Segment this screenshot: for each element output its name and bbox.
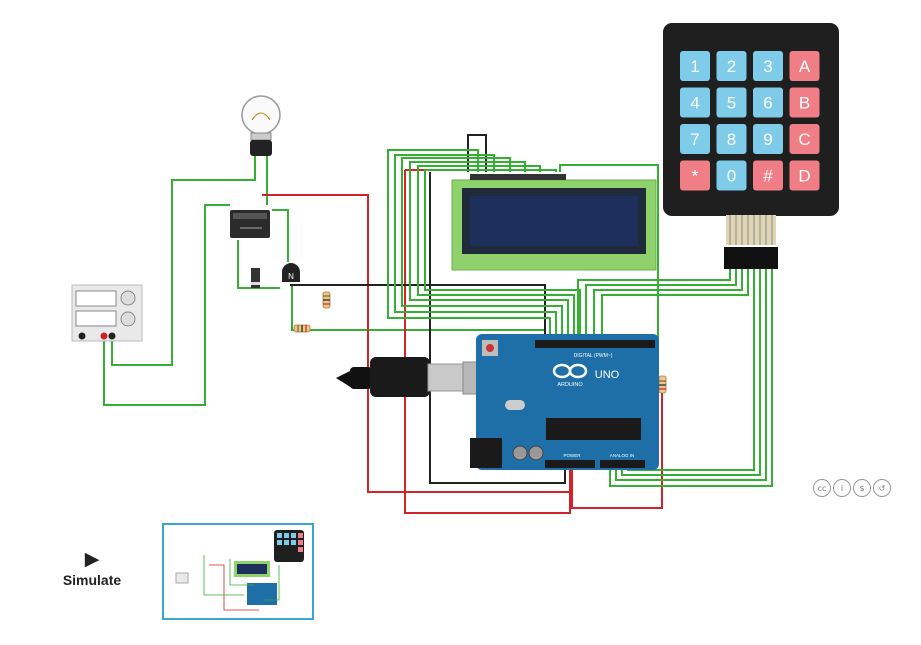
simulate-label: Simulate	[62, 572, 122, 588]
wire-keypad-4[interactable]	[601, 268, 749, 345]
keypad-key-label: 6	[763, 94, 772, 113]
by-icon: i	[833, 479, 851, 497]
power-header	[545, 460, 595, 468]
wire-lcd-contrast[interactable]	[467, 134, 487, 172]
keypad-key-6[interactable]: 6	[753, 87, 783, 118]
wire-lcd-pot[interactable]	[559, 164, 659, 378]
keypad-key-1[interactable]: 1	[680, 51, 710, 81]
wires[interactable]	[103, 134, 773, 514]
wire-5v-pot[interactable]	[571, 390, 663, 509]
keypad-key-label: 5	[727, 94, 736, 113]
keypad-key-8[interactable]: 8	[716, 124, 747, 154]
resistor-3[interactable]	[658, 375, 667, 394]
wire-lamp-to-supply[interactable]	[111, 155, 256, 366]
keypad-key-#[interactable]: #	[753, 160, 783, 191]
keypad-connector	[724, 247, 778, 269]
keypad[interactable]: 1 2 3 A 4 5 6 B 7 8 9 C * 0 # D	[663, 23, 839, 269]
keypad-key-label: 9	[763, 130, 772, 149]
resistor-1[interactable]	[322, 291, 331, 309]
transistor-label: N	[288, 272, 294, 281]
cc-icon: cc	[813, 479, 831, 497]
circuit-thumbnail[interactable]	[162, 523, 314, 620]
keypad-key-label: A	[799, 57, 811, 76]
keypad-key-C[interactable]: C	[789, 124, 820, 154]
sa-icon: ↺	[873, 479, 891, 497]
lcd-display[interactable]	[451, 174, 657, 271]
arduino-board[interactable]: DIGITAL (PWM~) POWER ANALOG IN ARDUINO U…	[470, 334, 659, 470]
power-supply[interactable]	[71, 284, 143, 342]
keypad-key-label: 7	[690, 130, 699, 149]
wire-lcd-d7[interactable]	[424, 169, 581, 345]
wire-lcd-rs[interactable]	[387, 149, 551, 345]
wire-lcd-d5[interactable]	[409, 161, 569, 345]
keypad-ribbon	[729, 215, 773, 245]
nc-icon: $	[853, 479, 871, 497]
arduino-logo-icon	[552, 363, 588, 379]
wire-keypad-7[interactable]	[615, 268, 767, 481]
wire-gnd-transistor[interactable]	[290, 284, 546, 345]
analog-header	[600, 460, 645, 468]
wire-lcd-d6[interactable]	[417, 165, 575, 345]
relay[interactable]	[230, 210, 270, 238]
keypad-key-3[interactable]: 3	[753, 51, 783, 81]
keypad-key-B[interactable]: B	[789, 87, 820, 118]
wire-relay-coil[interactable]	[272, 209, 289, 262]
keypad-key-label: 4	[690, 94, 699, 113]
analog-label: ANALOG IN	[610, 453, 635, 458]
wire-relay-to-supply[interactable]	[103, 204, 230, 406]
keypad-key-7[interactable]: 7	[680, 124, 710, 154]
transistor[interactable]: N	[282, 263, 300, 282]
resistor-2[interactable]	[293, 324, 311, 333]
digital-header	[535, 340, 655, 348]
wire-lcd-d4[interactable]	[401, 157, 563, 345]
diode[interactable]	[251, 268, 260, 288]
keypad-key-D[interactable]: D	[789, 160, 820, 191]
keypad-key-label: B	[799, 94, 810, 113]
keypad-key-label: C	[798, 130, 810, 149]
thumbnail-preview	[175, 530, 304, 611]
keypad-key-label: 3	[763, 57, 772, 76]
play-icon: ▶	[84, 549, 100, 570]
power-label: POWER	[563, 453, 581, 458]
arduino-logo-text: ARDUINO	[557, 382, 583, 388]
wire-relay-to-diode[interactable]	[237, 240, 280, 289]
keypad-key-4[interactable]: 4	[680, 87, 710, 118]
keypad-key-label: 8	[727, 130, 736, 149]
keypad-key-label: D	[798, 167, 810, 186]
keypad-key-label: 1	[690, 57, 699, 76]
keypad-keys[interactable]: 1 2 3 A 4 5 6 B 7 8 9 C * 0 # D	[680, 51, 820, 191]
license-badge[interactable]: cc i $ ↺	[813, 479, 891, 499]
wire-keypad-2[interactable]	[585, 268, 737, 345]
digital-label: DIGITAL (PWM~)	[574, 353, 613, 359]
keypad-key-label: 0	[727, 167, 736, 186]
keypad-key-label: 2	[727, 57, 736, 76]
wire-keypad-1[interactable]	[577, 268, 731, 345]
wire-keypad-3[interactable]	[593, 268, 743, 345]
wire-gnd-lcd[interactable]	[429, 172, 566, 484]
keypad-key-label: *	[692, 167, 699, 186]
keypad-key-label: #	[763, 167, 773, 186]
board-model: UNO	[595, 369, 620, 381]
keypad-key-9[interactable]: 9	[753, 124, 783, 154]
keypad-key-0[interactable]: 0	[716, 160, 747, 191]
keypad-key-*[interactable]: *	[680, 160, 710, 191]
lcd-header-pins	[470, 174, 566, 180]
wire-5v-lcd[interactable]	[404, 170, 571, 514]
wire-keypad-8[interactable]	[609, 268, 773, 487]
keypad-key-A[interactable]: A	[789, 51, 820, 81]
keypad-key-5[interactable]: 5	[716, 87, 747, 118]
simulate-button[interactable]: ▶ Simulate	[52, 549, 132, 589]
keypad-key-2[interactable]: 2	[716, 51, 747, 81]
light-bulb[interactable]	[241, 95, 281, 156]
